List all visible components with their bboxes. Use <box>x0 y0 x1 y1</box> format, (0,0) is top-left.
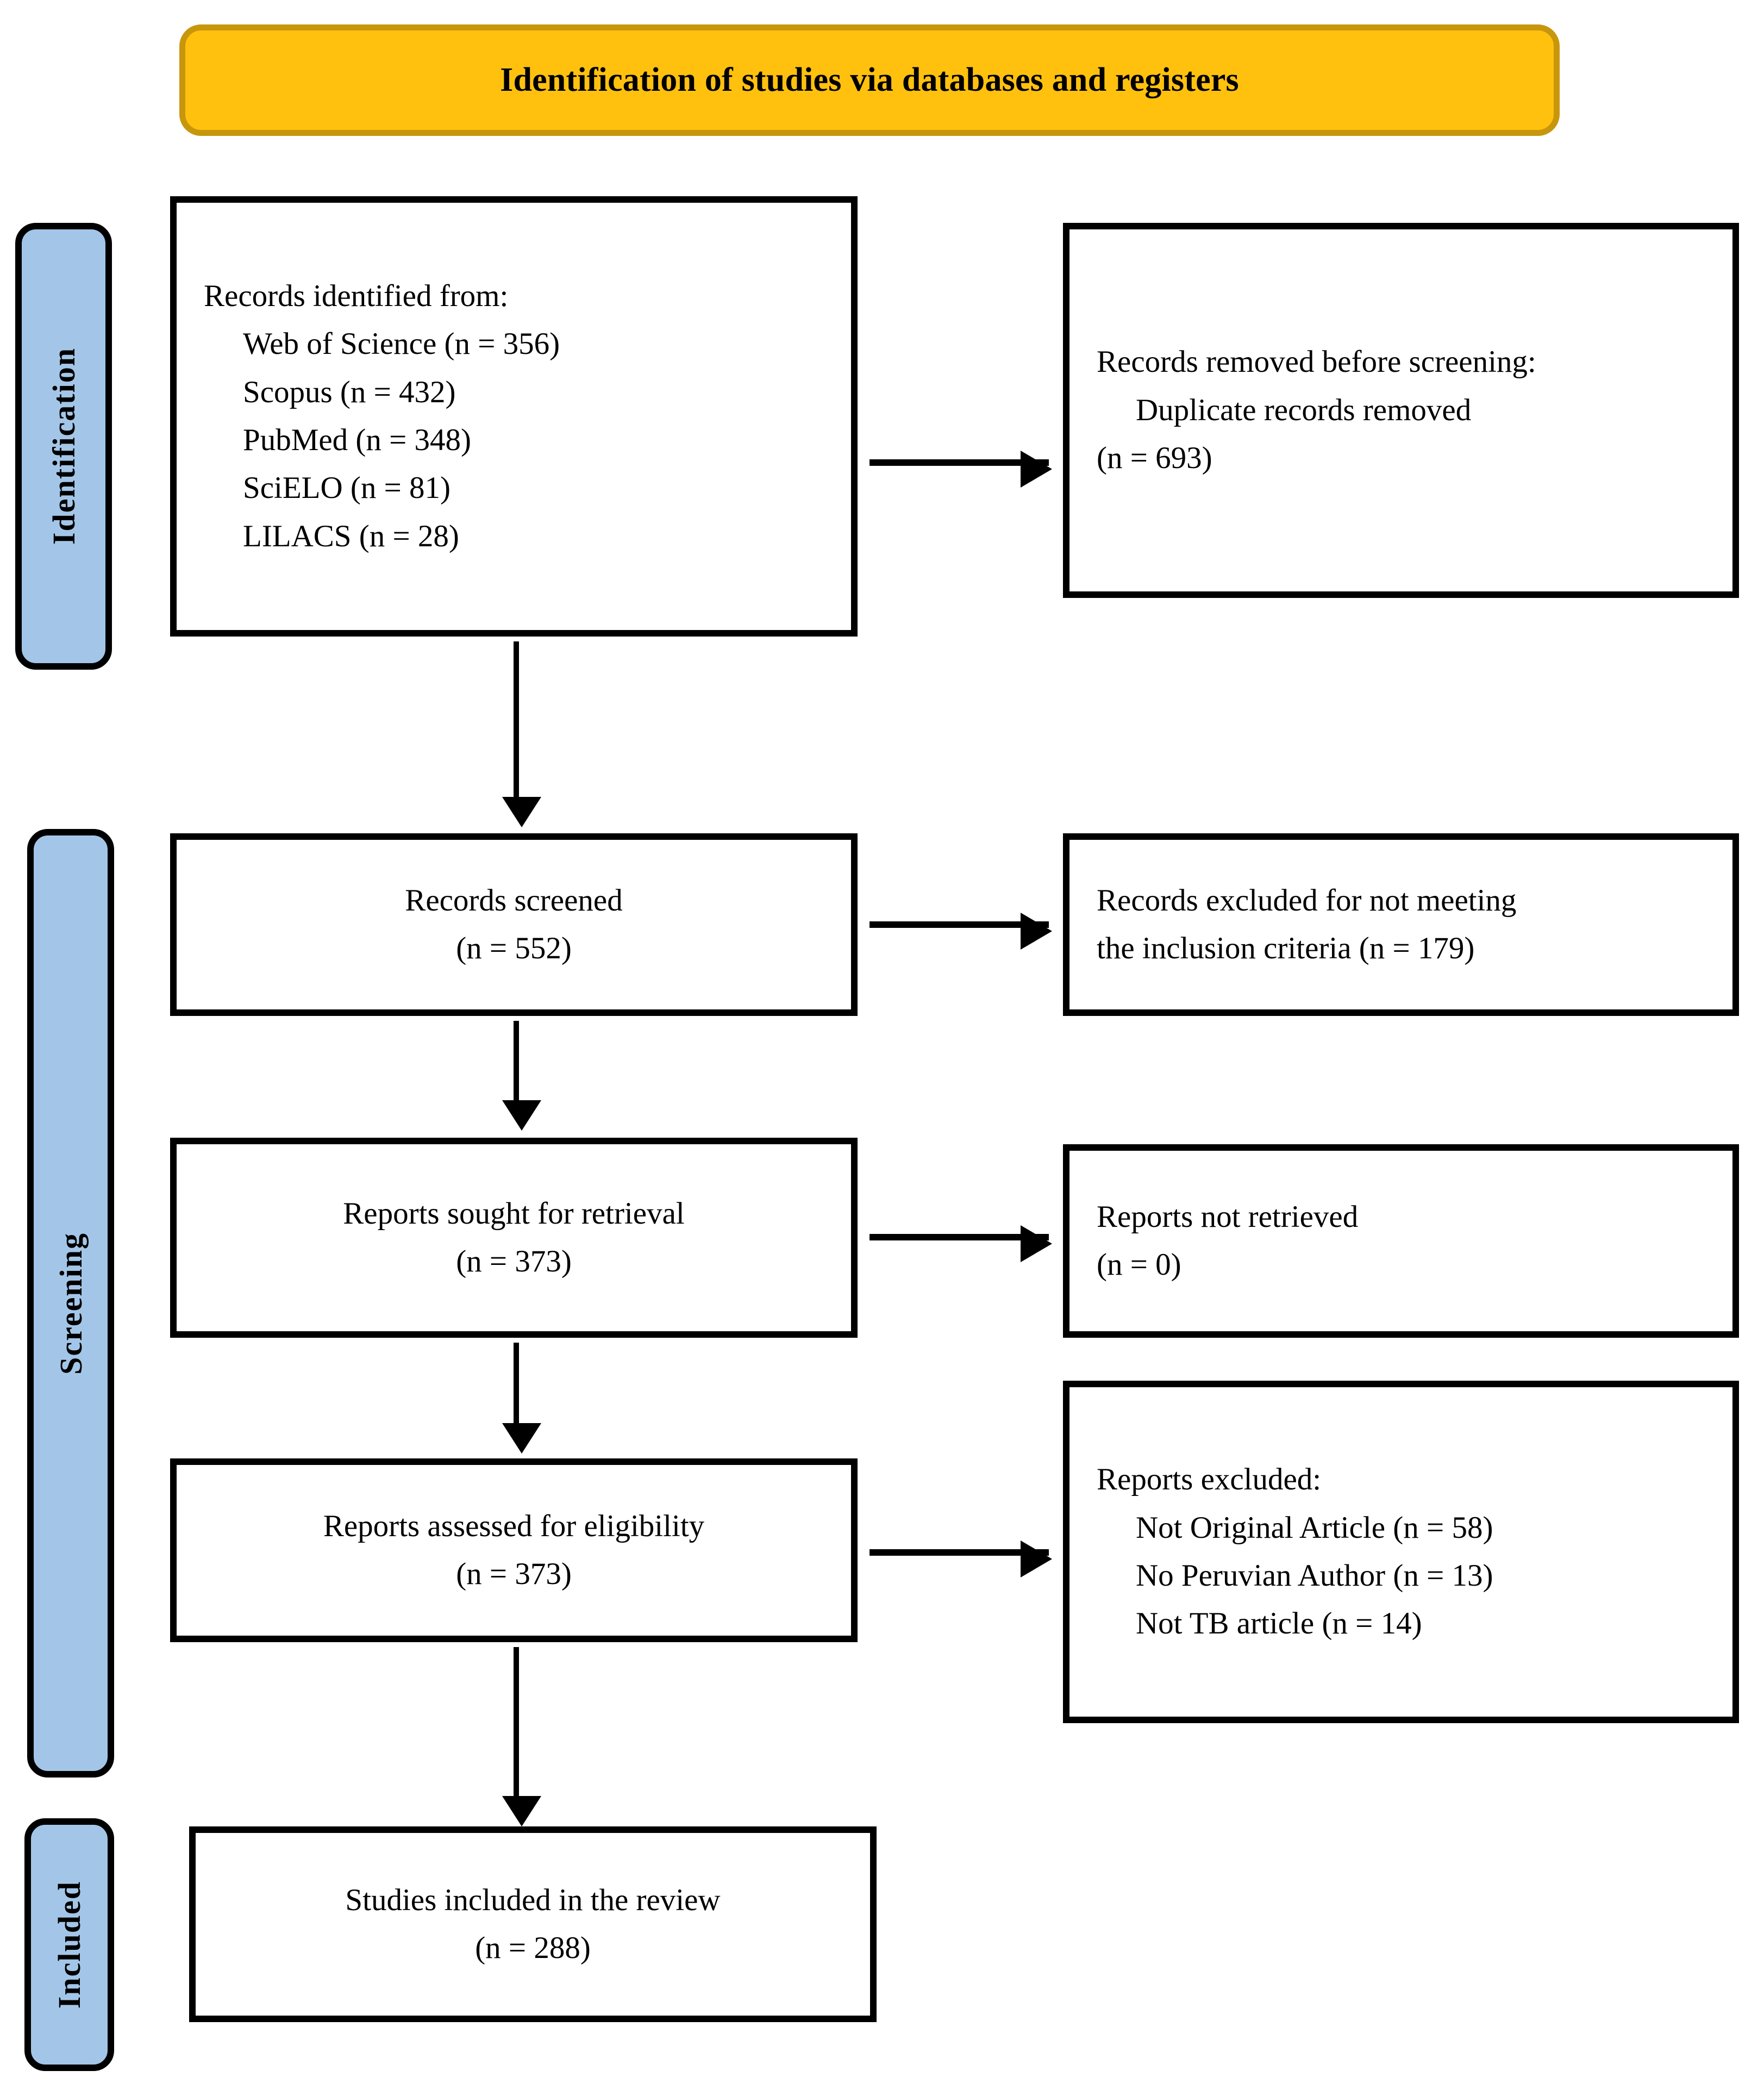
source-scielo: SciELO (n = 81) <box>243 471 451 506</box>
stage-label-identification: Identification <box>15 223 112 670</box>
diagram-header-banner: Identification of studies via databases … <box>179 24 1560 136</box>
source-web-of-science: Web of Science (n = 356) <box>243 327 560 361</box>
arrow-identified-to-screened-icon <box>502 641 541 827</box>
node-records-excluded-screening: Records excluded for not meeting the inc… <box>1063 833 1739 1016</box>
reports-not-retrieved-count: (n = 0) <box>1097 1248 1181 1282</box>
reports-excluded-heading: Reports excluded: <box>1097 1462 1322 1497</box>
stage-label-identification-text: Identification <box>46 347 82 545</box>
node-reports-excluded-eligibility: Reports excluded: Not Original Article (… <box>1063 1381 1739 1723</box>
arrow-assessed-to-included-icon <box>502 1647 541 1826</box>
arrow-sought-to-assessed-icon <box>502 1343 541 1454</box>
records-excluded-line-1: Records excluded for not meeting <box>1097 883 1517 918</box>
arrow-sought-to-not-retrieved-icon <box>870 1225 1052 1262</box>
arrow-screened-to-excluded-icon <box>870 913 1052 950</box>
records-identified-heading: Records identified from: <box>204 278 509 313</box>
source-pubmed: PubMed (n = 348) <box>243 423 472 457</box>
records-removed-count: (n = 693) <box>1097 441 1212 476</box>
source-scopus: Scopus (n = 432) <box>243 375 456 409</box>
reason-no-peruvian-author: No Peruvian Author (n = 13) <box>1136 1558 1493 1593</box>
studies-included-count: (n = 288) <box>475 1931 591 1965</box>
records-removed-detail: Duplicate records removed <box>1136 392 1472 427</box>
records-screened-label: Records screened <box>405 883 623 918</box>
node-reports-not-retrieved: Reports not retrieved (n = 0) <box>1063 1144 1739 1338</box>
reports-sought-count: (n = 373) <box>456 1244 572 1279</box>
source-lilacs: LILACS (n = 28) <box>243 519 459 553</box>
studies-included-label: Studies included in the review <box>345 1882 721 1917</box>
arrow-assessed-to-excluded-icon <box>870 1541 1052 1577</box>
node-records-screened: Records screened (n = 552) <box>170 833 858 1016</box>
node-reports-sought: Reports sought for retrieval (n = 373) <box>170 1138 858 1338</box>
node-studies-included: Studies included in the review (n = 288) <box>189 1826 877 2022</box>
node-records-removed: Records removed before screening: Duplic… <box>1063 223 1739 598</box>
stage-label-included: Included <box>24 1818 114 2071</box>
reason-not-tb-article: Not TB article (n = 14) <box>1136 1606 1422 1641</box>
stage-label-screening: Screening <box>27 829 114 1778</box>
stage-label-screening-text: Screening <box>53 1232 89 1375</box>
stage-label-included-text: Included <box>52 1880 87 2009</box>
records-removed-heading: Records removed before screening: <box>1097 345 1536 379</box>
arrow-identified-to-removed-icon <box>870 451 1052 488</box>
records-excluded-line-2: the inclusion criteria (n = 179) <box>1097 931 1475 965</box>
reports-assessed-count: (n = 373) <box>456 1557 572 1591</box>
node-records-identified: Records identified from: Web of Science … <box>170 196 858 637</box>
node-reports-assessed: Reports assessed for eligibility (n = 37… <box>170 1458 858 1642</box>
reason-not-original-article: Not Original Article (n = 58) <box>1136 1510 1493 1545</box>
records-screened-count: (n = 552) <box>456 931 572 965</box>
reports-assessed-label: Reports assessed for eligibility <box>323 1508 705 1543</box>
arrow-screened-to-sought-icon <box>502 1021 541 1131</box>
reports-not-retrieved-label: Reports not retrieved <box>1097 1199 1359 1234</box>
diagram-title: Identification of studies via databases … <box>500 61 1239 99</box>
reports-sought-label: Reports sought for retrieval <box>343 1196 685 1231</box>
